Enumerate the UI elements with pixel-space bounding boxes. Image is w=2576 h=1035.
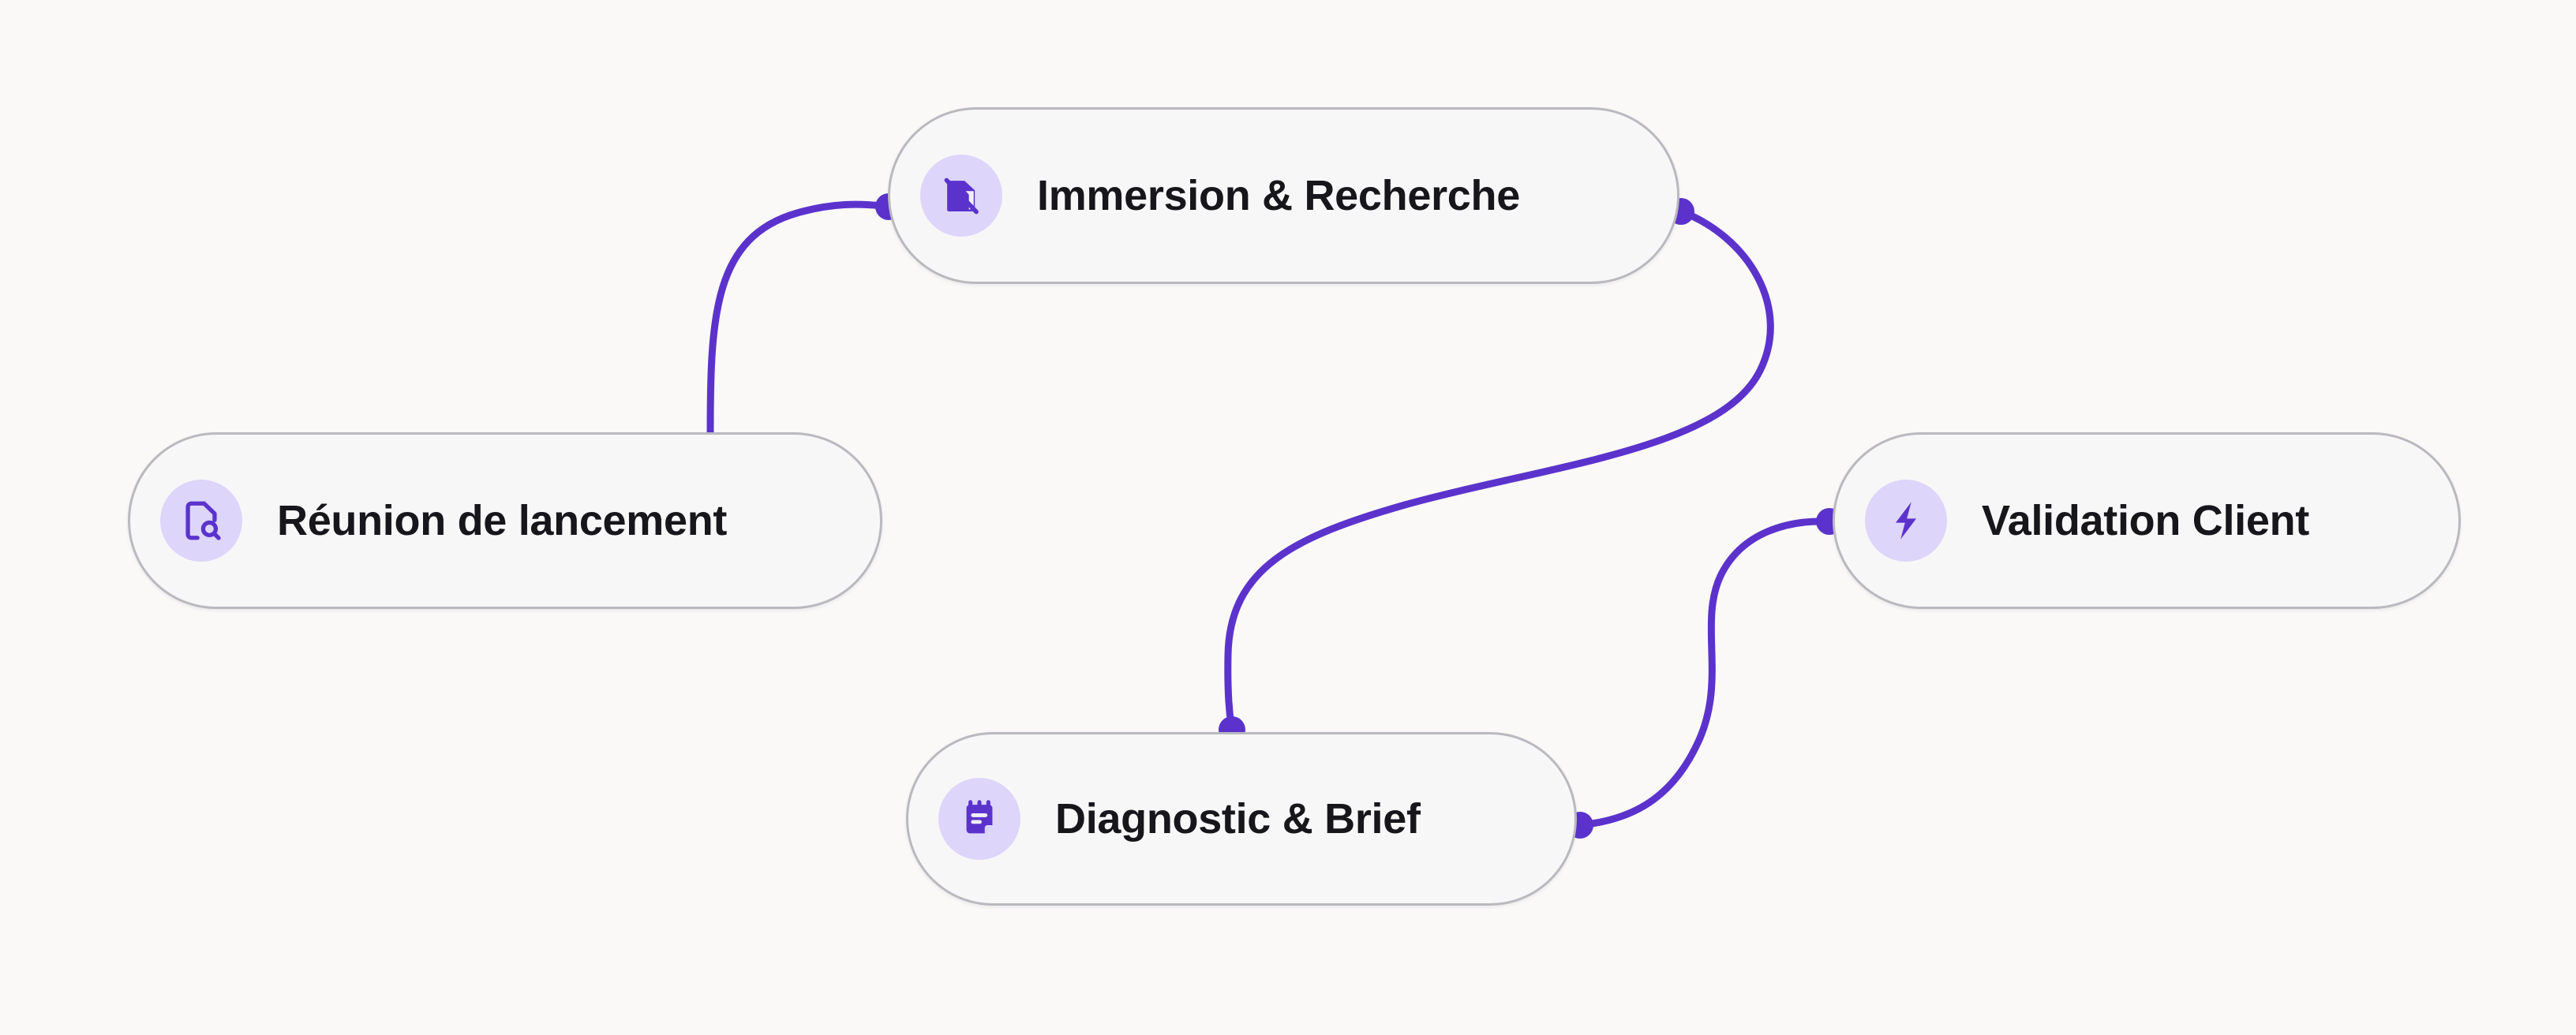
edge-diagnostic-to-validation	[1574, 518, 1829, 829]
flow-node-label: Immersion & Recherche	[1037, 172, 1520, 219]
flow-node-label: Réunion de lancement	[277, 497, 728, 544]
edge-immersion-to-diagnostic	[1224, 207, 1774, 730]
flow-node-label: Diagnostic & Brief	[1055, 795, 1421, 843]
book-slash-icon	[920, 155, 1002, 237]
flow-node-diagnostic[interactable]: Diagnostic & Brief	[906, 732, 1577, 906]
notepad-icon	[938, 778, 1020, 860]
flow-node-reunion[interactable]: Réunion de lancement	[128, 432, 882, 609]
lightning-bolt-icon	[1865, 480, 1947, 562]
flow-node-validation[interactable]: Validation Client	[1833, 432, 2461, 609]
flow-node-label: Validation Client	[1982, 497, 2309, 544]
file-search-icon	[160, 480, 242, 562]
edge-reunion-to-immersion	[706, 200, 886, 436]
flow-node-immersion[interactable]: Immersion & Recherche	[888, 107, 1679, 284]
